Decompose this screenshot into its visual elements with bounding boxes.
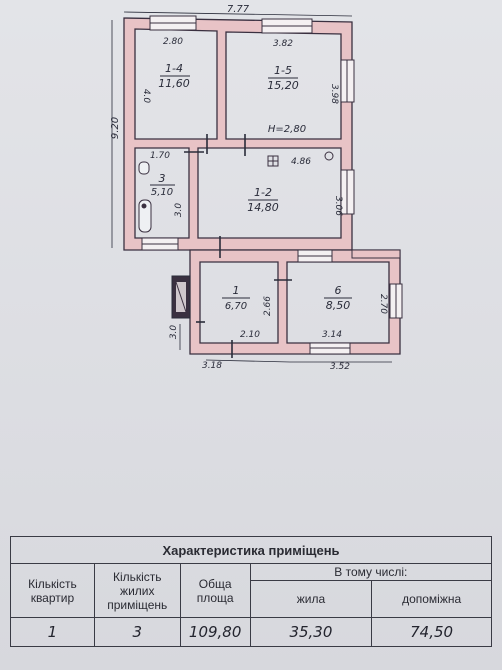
gas-meter-icon	[324, 151, 334, 161]
svg-text:2.10: 2.10	[240, 330, 260, 340]
svg-text:3.52: 3.52	[330, 362, 350, 372]
value-total-area: 109,80	[179, 617, 251, 647]
svg-text:7.77: 7.77	[227, 4, 250, 15]
wall-mass	[123, 17, 401, 355]
svg-text:2.66: 2.66	[263, 296, 273, 316]
header-auxiliary: допоміжна	[371, 580, 492, 618]
svg-text:H=2,80: H=2,80	[268, 124, 306, 135]
room-1-2: 1-2 14,80	[247, 186, 279, 214]
svg-text:1-5: 1-5	[274, 64, 292, 77]
svg-text:3.14: 3.14	[322, 330, 342, 340]
toilet-icon	[138, 161, 150, 175]
svg-text:14,80: 14,80	[247, 201, 279, 214]
room-1-4: 1-4 11,60	[158, 62, 190, 90]
bathtub-icon	[138, 199, 152, 233]
header-total-area: Обща площа	[179, 563, 251, 618]
svg-text:11,60: 11,60	[158, 77, 190, 90]
svg-text:4.86: 4.86	[291, 157, 311, 167]
value-living-rooms: 3	[93, 617, 181, 647]
svg-text:3: 3	[159, 172, 166, 185]
svg-text:5,10: 5,10	[151, 187, 173, 198]
dimension-labels: 7.77 9.20 2.80 4.0 3.82 3.98 H=2,80 1.70…	[110, 4, 388, 372]
header-living: жила	[249, 580, 373, 618]
header-living-rooms: Кількість жилих приміщень	[93, 563, 181, 618]
header-apartments: Кількість квартир	[10, 563, 95, 618]
svg-text:8,50: 8,50	[326, 299, 351, 312]
svg-text:6,70: 6,70	[225, 301, 247, 312]
svg-text:3.0: 3.0	[174, 203, 184, 218]
svg-text:3.0: 3.0	[169, 325, 179, 340]
windows	[141, 15, 403, 355]
room-1: 1 6,70	[222, 284, 250, 312]
svg-text:3.06: 3.06	[333, 196, 343, 216]
value-living: 35,30	[249, 617, 373, 647]
room-3: 3 5,10	[150, 172, 175, 198]
svg-text:1: 1	[233, 284, 240, 297]
svg-text:4.0: 4.0	[141, 89, 151, 104]
table-title: Характеристика приміщень	[10, 536, 492, 564]
entrance-porch	[171, 275, 191, 319]
svg-text:9.20: 9.20	[110, 117, 121, 139]
svg-text:2.70: 2.70	[378, 294, 388, 314]
svg-text:1.70: 1.70	[150, 151, 170, 161]
floor-plan: 1-4 11,60 1-5 15,20 3 5,10 1-2 14,80 1	[110, 4, 403, 372]
dimension-lines	[111, 11, 392, 363]
bathroom-fixtures	[138, 161, 152, 233]
svg-text:6: 6	[335, 284, 342, 297]
room-labels: 1-4 11,60 1-5 15,20 3 5,10 1-2 14,80 1	[150, 62, 352, 312]
svg-text:1-4: 1-4	[165, 62, 183, 75]
header-including: В тому числі:	[249, 563, 493, 581]
svg-text:3.18: 3.18	[202, 361, 222, 371]
room-1-5: 1-5 15,20	[267, 64, 299, 92]
svg-text:3.98: 3.98	[329, 84, 339, 104]
utility-marks	[267, 151, 334, 167]
svg-text:15,20: 15,20	[267, 79, 299, 92]
table-row: 1 3 109,80 35,30 74,50	[10, 617, 492, 647]
room-6: 6 8,50	[324, 284, 352, 312]
svg-text:1-2: 1-2	[254, 186, 272, 199]
characteristics-table: Характеристика приміщень Кількість кварт…	[10, 536, 493, 666]
value-apartments: 1	[10, 617, 95, 647]
doors	[184, 134, 292, 358]
value-auxiliary: 74,50	[371, 617, 492, 647]
svg-text:2.80: 2.80	[163, 37, 183, 47]
svg-text:3.82: 3.82	[273, 39, 293, 49]
